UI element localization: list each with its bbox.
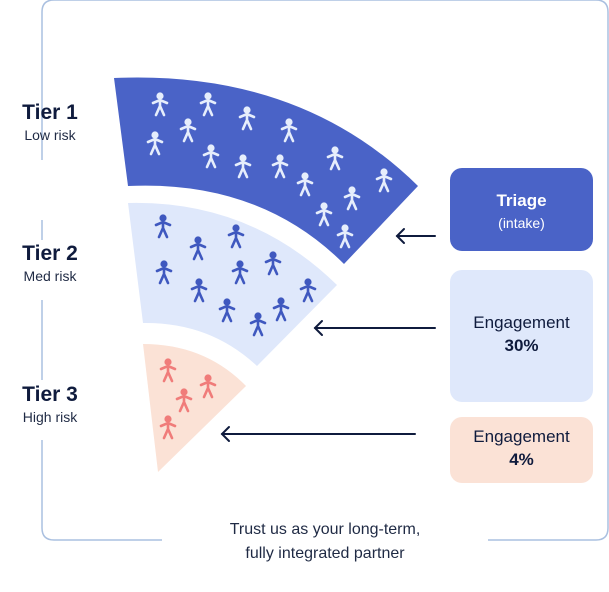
- person-icon: [343, 186, 361, 211]
- footer-line-2: fully integrated partner: [245, 545, 405, 562]
- tier3-wedge: [143, 344, 246, 472]
- engagement-title: Engagement: [473, 427, 570, 446]
- tier-name: Tier 3: [22, 383, 78, 406]
- triage-box: Triage (intake): [450, 168, 593, 251]
- person-icon: [234, 154, 252, 179]
- person-icon: [179, 118, 197, 143]
- frame-outline: [41, 0, 609, 541]
- tier-risk: Med risk: [23, 268, 77, 284]
- people-layer: [146, 92, 393, 440]
- person-icon: [271, 154, 289, 179]
- person-icon: [155, 260, 173, 285]
- tier-risk: Low risk: [24, 127, 76, 143]
- person-icon: [231, 260, 249, 285]
- person-icon: [296, 172, 314, 197]
- person-icon: [249, 312, 267, 337]
- person-icon: [280, 118, 298, 143]
- footer-line-1: Trust us as your long-term,: [229, 521, 421, 538]
- person-icon: [159, 358, 177, 383]
- person-icon: [151, 92, 169, 117]
- person-icon: [299, 278, 317, 303]
- engagement-value: 4%: [509, 450, 534, 469]
- person-icon: [146, 131, 164, 156]
- person-icon: [199, 374, 217, 399]
- engagement-4-box: Engagement 4%: [450, 417, 593, 483]
- person-icon: [315, 202, 333, 227]
- person-icon: [175, 388, 193, 413]
- tier2-wedge: [128, 202, 337, 366]
- person-icon: [264, 251, 282, 276]
- person-icon: [336, 224, 354, 249]
- person-icon: [238, 106, 256, 131]
- person-icon: [326, 146, 344, 171]
- triage-title: Triage: [496, 191, 547, 210]
- tier-risk: High risk: [22, 409, 78, 425]
- tier-name: Tier 1: [22, 101, 78, 124]
- footer-tagline: Trust us as your long-term, fully integr…: [165, 518, 485, 566]
- person-icon: [190, 278, 208, 303]
- tier-2-label: Tier 2 Med risk: [0, 241, 100, 285]
- person-icon: [227, 224, 245, 249]
- arrow-left-icon: [395, 228, 436, 244]
- person-icon: [199, 92, 217, 117]
- person-icon: [375, 168, 393, 193]
- arrow-left-icon: [313, 320, 436, 336]
- arrow-left-icon: [220, 426, 416, 442]
- tier-1-label: Tier 1 Low risk: [0, 100, 100, 144]
- person-icon: [272, 297, 290, 322]
- engagement-value: 30%: [504, 336, 539, 355]
- person-icon: [218, 298, 236, 323]
- triage-subtitle: (intake): [498, 215, 545, 231]
- person-icon: [189, 236, 207, 261]
- person-icon: [154, 214, 172, 239]
- engagement-title: Engagement: [473, 313, 570, 332]
- engagement-30-box: Engagement 30%: [450, 270, 593, 402]
- tier-3-label: Tier 3 High risk: [0, 382, 100, 426]
- tier-name: Tier 2: [22, 242, 78, 265]
- person-icon: [202, 144, 220, 169]
- person-icon: [159, 415, 177, 440]
